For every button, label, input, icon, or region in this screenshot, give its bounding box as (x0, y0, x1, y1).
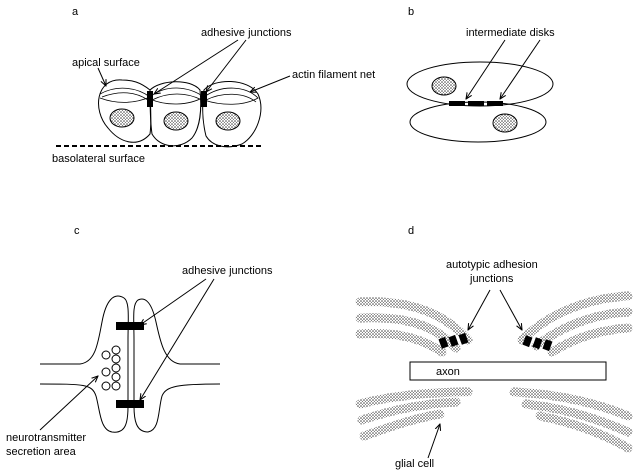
arrow-adhesive-c2 (140, 278, 215, 400)
intermediate-disk-1 (449, 101, 465, 106)
panel-d-letter: d (408, 225, 414, 237)
axon (409, 361, 607, 381)
glial-cell-label: glial cell (395, 458, 434, 470)
panel-c: c adhesive junctions neurotransmitter se… (6, 225, 273, 458)
arrow-adhesive-a1 (154, 39, 239, 94)
presynaptic-terminal (39, 295, 129, 433)
autotypic-label-line2: junctions (469, 273, 514, 285)
vesicle (101, 381, 111, 391)
myelin-lower-right (509, 387, 633, 453)
vesicle (101, 350, 111, 360)
arrow-adhesive-c1 (140, 278, 207, 325)
nucleus-a3 (215, 111, 241, 131)
actin-filament-label: actin filament net (292, 69, 375, 81)
neurotransmitter-label-line2: secretion area (6, 446, 77, 458)
vesicle (111, 381, 121, 391)
neurotransmitter-label-line1: neurotransmitter (6, 432, 86, 444)
panel-c-letter: c (74, 225, 80, 237)
panel-a-letter: a (72, 6, 79, 18)
cell-b-top (406, 61, 554, 107)
adhesive-junction-a2 (201, 91, 207, 107)
cell-a3 (202, 80, 262, 148)
vesicle (111, 372, 121, 382)
apical-surface-label: apical surface (72, 57, 140, 69)
arrow-adhesive-a2 (206, 39, 247, 92)
adhesive-junction-c-bottom (116, 400, 144, 408)
adhesive-junction-c-top (116, 322, 144, 330)
autotypic-junctions-left (438, 332, 469, 349)
arrow-apical (97, 67, 106, 86)
arrow-autotypic-left (468, 289, 491, 330)
arrow-autotypic-right (499, 289, 522, 330)
synaptic-vesicles (101, 345, 121, 391)
arrow-actin (250, 75, 291, 92)
myelin-upper-left (355, 297, 473, 357)
nucleus-a2 (163, 111, 189, 131)
intermediate-disks-label: intermediate disks (466, 27, 555, 39)
myelin-upper-right (517, 291, 633, 357)
nucleus-a1 (109, 108, 135, 128)
vesicle (111, 354, 121, 364)
vesicle (101, 367, 111, 377)
autotypic-junctions-right (522, 335, 553, 352)
axon-label: axon (436, 366, 460, 378)
postsynaptic-terminal (133, 298, 221, 433)
arrow-intermediate-1 (466, 39, 506, 99)
arrow-glial (427, 424, 440, 459)
vesicle (111, 345, 121, 355)
intermediate-disk-2 (468, 101, 484, 106)
cell-a2 (149, 81, 202, 147)
arrow-intermediate-2 (500, 39, 541, 99)
panel-b: b intermediate disks (406, 6, 555, 143)
adhesive-junctions-label-a: adhesive junctions (201, 27, 292, 39)
nucleus-b-bottom (492, 113, 518, 133)
panel-a: a apical surface adhesive junctions acti… (52, 6, 375, 165)
basolateral-surface-label: basolateral surface (52, 153, 145, 165)
vesicle (111, 363, 121, 373)
arrow-neurotransmitter (39, 376, 98, 431)
cell-a1 (98, 79, 152, 143)
panel-d: d autotypic adhesion junctions glial cel… (355, 225, 633, 470)
autotypic-label-line1: autotypic adhesion (446, 259, 538, 271)
adhesive-junctions-label-c: adhesive junctions (182, 265, 273, 277)
myelin-lower-left (355, 387, 473, 441)
cell-b-bottom (409, 101, 547, 143)
adhesive-junction-a1 (147, 91, 153, 107)
intermediate-disk-3 (487, 101, 503, 106)
nucleus-b-top (431, 76, 457, 96)
panel-b-letter: b (408, 6, 414, 18)
actin-filament-net (99, 87, 259, 105)
